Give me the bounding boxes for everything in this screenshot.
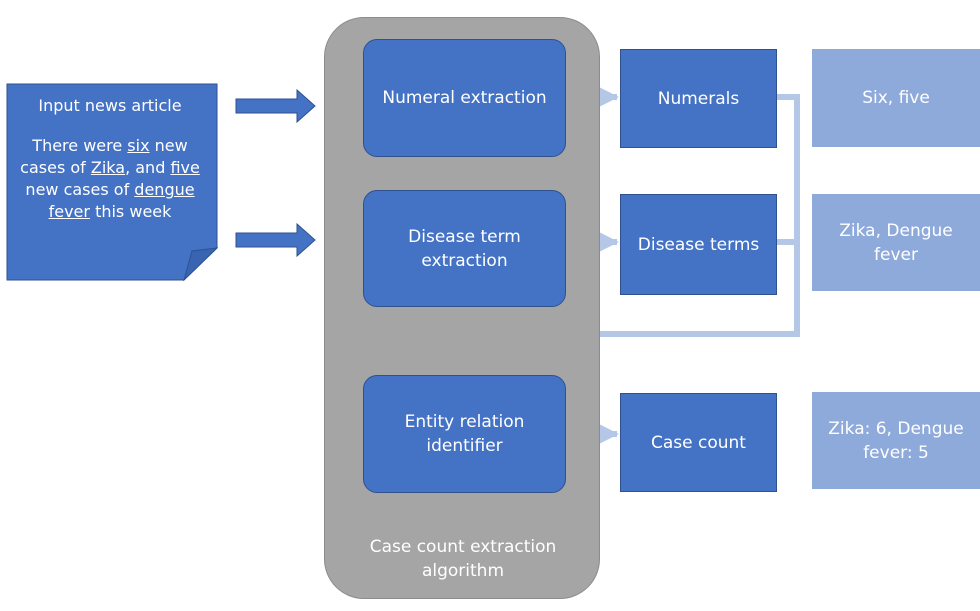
step-numeral-extraction: Numeral extraction [363,39,566,157]
algorithm-label: Case count extraction algorithm [369,537,557,581]
step-disease-term-extraction: Disease term extraction [363,190,566,307]
article-title: Input news article [38,96,182,115]
output-case-count: Case count [620,393,777,492]
step-entity-relation-identifier: Entity relation identifier [363,375,566,493]
input-arrow-top [235,88,316,124]
article-text: There were six new cases of Zika, and fi… [20,136,200,221]
value-disease-terms: Zika, Dengue fever [812,194,980,291]
value-case-count: Zika: 6, Dengue fever: 5 [812,392,980,489]
value-numerals: Six, five [812,49,980,147]
output-numerals: Numerals [620,49,777,148]
input-article-card: Input news article There were six new ca… [6,83,218,281]
input-arrow-bottom [235,222,316,258]
output-disease-terms: Disease terms [620,194,777,295]
